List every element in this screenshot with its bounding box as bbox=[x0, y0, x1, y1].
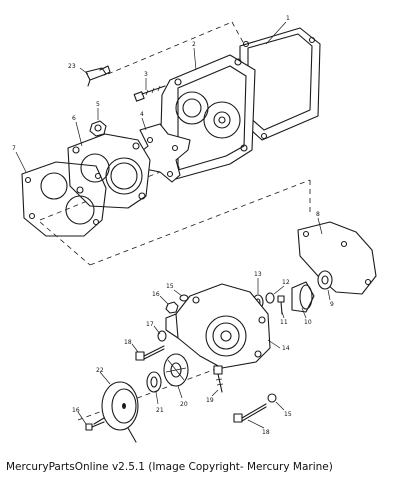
callout-14: 14 bbox=[282, 345, 290, 352]
part-22-end-cover bbox=[93, 381, 139, 443]
callout-17: 17 bbox=[146, 321, 154, 328]
callout-13: 13 bbox=[254, 271, 262, 278]
callout-18-upper: 18 bbox=[124, 339, 132, 346]
part-6-impeller-housing bbox=[67, 133, 151, 209]
callout-4: 4 bbox=[140, 111, 144, 118]
callout-11: 11 bbox=[280, 319, 288, 326]
part-15-washer-lower bbox=[267, 393, 277, 403]
part-10-cap bbox=[291, 281, 315, 313]
copyright-caption: MercuryPartsOnline v2.5.1 (Image Copyrig… bbox=[6, 461, 333, 473]
callout-1: 1 bbox=[286, 15, 290, 22]
callout-8: 8 bbox=[316, 211, 320, 218]
part-17-washer bbox=[157, 330, 167, 342]
leader-lines bbox=[15, 21, 331, 429]
callout-3: 3 bbox=[144, 71, 148, 78]
callout-19: 19 bbox=[206, 397, 214, 404]
callout-15-upper: 15 bbox=[166, 283, 174, 290]
part-19-fitting bbox=[213, 365, 224, 393]
part-11-screw bbox=[277, 295, 285, 315]
callout-22: 22 bbox=[96, 367, 104, 374]
part-18-bolt-upper bbox=[135, 345, 165, 361]
part-14-pump-body bbox=[165, 283, 271, 369]
part-7-gasket bbox=[21, 161, 107, 237]
callout-20: 20 bbox=[180, 401, 188, 408]
part-12-washer bbox=[265, 292, 275, 304]
callout-7: 7 bbox=[12, 145, 16, 152]
part-9-seal bbox=[317, 270, 333, 290]
part-23-fitting bbox=[85, 65, 111, 87]
part-16-nut-upper bbox=[165, 301, 179, 314]
callout-15-lower: 15 bbox=[284, 411, 292, 418]
callout-18-lower: 18 bbox=[262, 429, 270, 436]
exploded-parts-diagram: 1 2 3 23 5 6 4 7 8 9 10 11 12 13 14 15 1… bbox=[12, 15, 377, 443]
part-20-impeller bbox=[163, 353, 189, 387]
part-18-bolt-lower bbox=[233, 403, 267, 423]
callout-2: 2 bbox=[192, 41, 196, 48]
callout-labels: 1 2 3 23 5 6 4 7 8 9 10 11 12 13 14 15 1… bbox=[12, 15, 334, 436]
part-8-gasket bbox=[297, 221, 377, 295]
callout-10: 10 bbox=[304, 319, 312, 326]
part-16-screw-lower bbox=[85, 421, 105, 431]
callout-5: 5 bbox=[96, 101, 100, 108]
callout-16-lower: 16 bbox=[72, 407, 80, 414]
callout-9: 9 bbox=[330, 301, 334, 308]
part-5-nut bbox=[89, 120, 107, 137]
part-3-bolt bbox=[133, 85, 166, 102]
callout-23: 23 bbox=[68, 63, 76, 70]
callout-6: 6 bbox=[72, 115, 76, 122]
callout-16-upper: 16 bbox=[152, 291, 160, 298]
part-21-ring bbox=[146, 371, 162, 393]
callout-12: 12 bbox=[282, 279, 290, 286]
callout-21: 21 bbox=[156, 407, 164, 414]
part-15-washer-upper bbox=[179, 294, 189, 302]
